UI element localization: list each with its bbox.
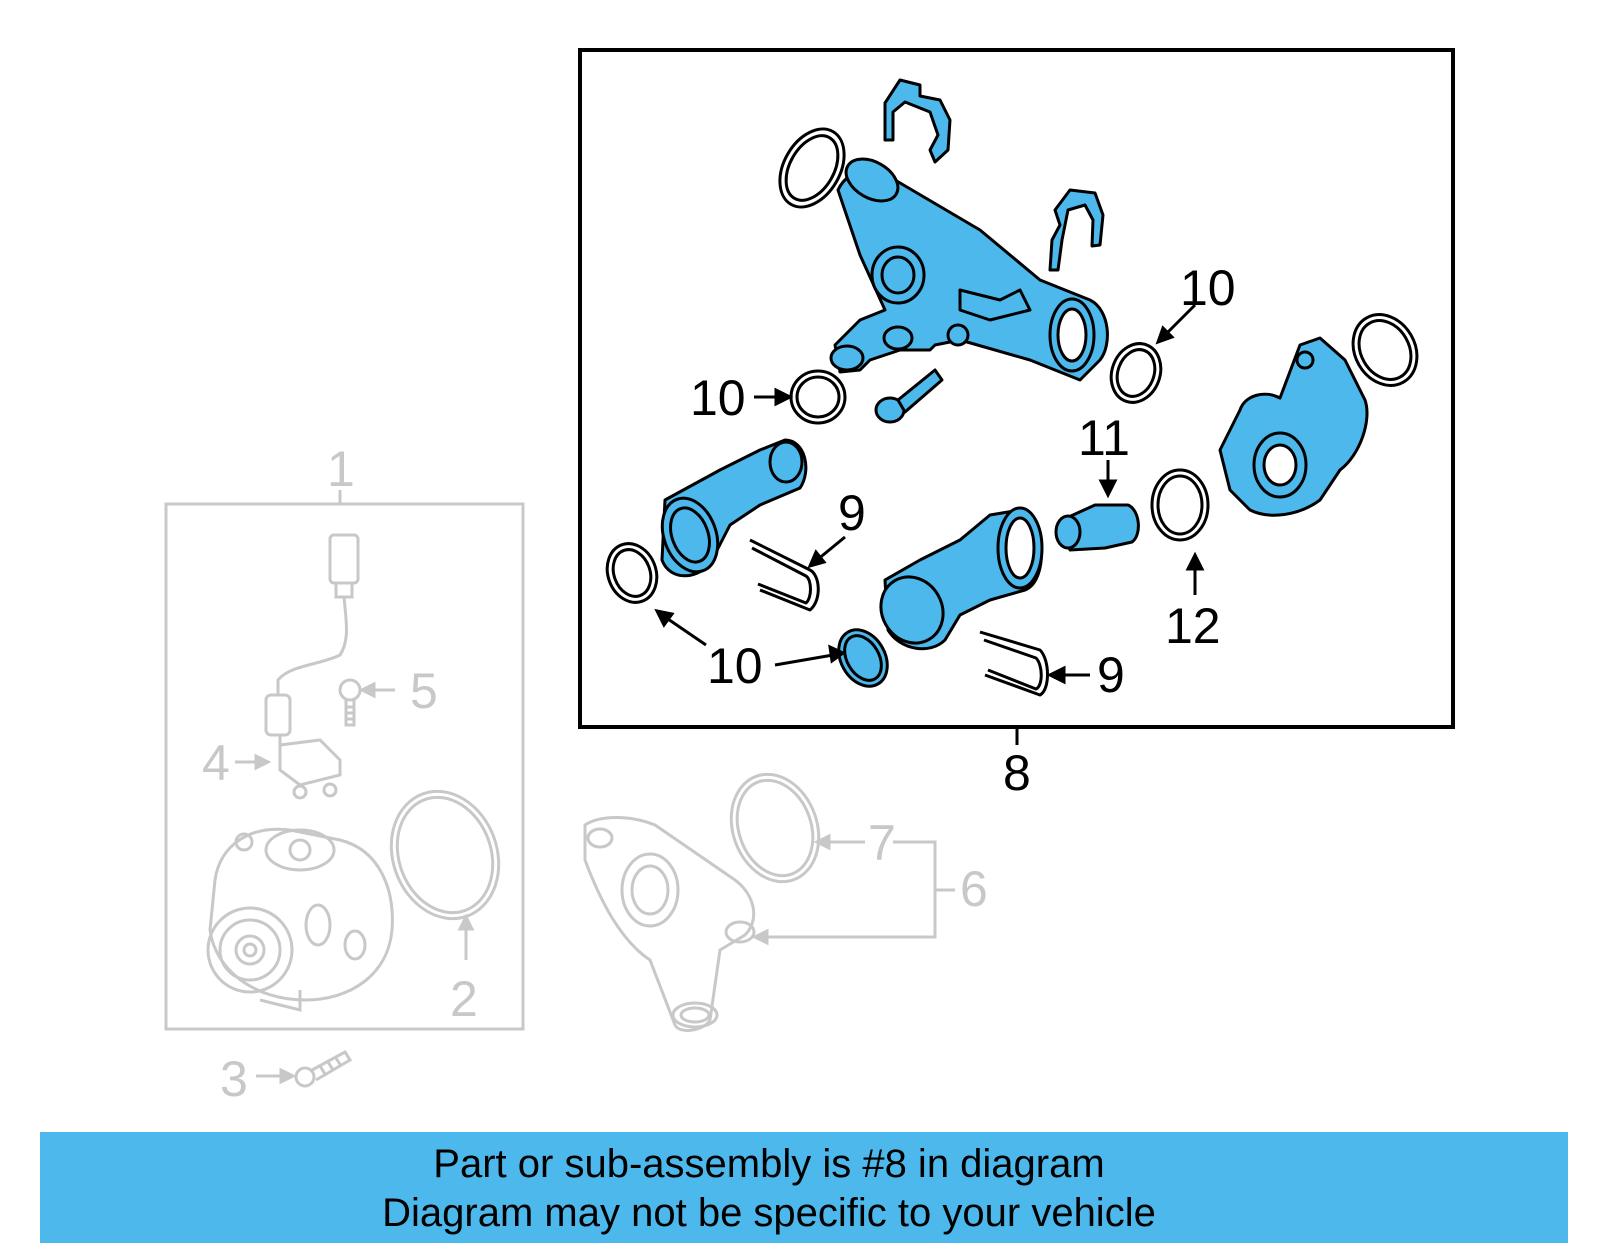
callout-11: 11 [1078, 410, 1130, 466]
callout-9-a: 9 [838, 485, 866, 541]
o-ring-part-7 [729, 772, 821, 884]
banner-line-2: Diagram may not be specific to your vehi… [382, 1191, 1156, 1235]
callout-5: 5 [410, 663, 438, 719]
o-ring-part-10-b [1109, 342, 1163, 404]
bolt-part-5 [338, 678, 362, 727]
callout-8: 8 [1003, 745, 1031, 801]
gasket-part-2 [389, 789, 501, 921]
callout-7: 7 [868, 815, 896, 871]
water-pump-assembly-box [164, 502, 525, 1031]
info-banner: Part or sub-assembly is #8 in diagram Di… [40, 1132, 1568, 1243]
callout-12: 12 [1165, 598, 1221, 654]
water-pump-body [206, 827, 394, 1012]
banner-line-1: Part or sub-assembly is #8 in diagram [433, 1142, 1105, 1186]
thermostat-housing-part-6 [583, 816, 756, 1032]
o-ring-part-10-a [789, 369, 847, 425]
callout-4: 4 [202, 735, 230, 791]
callout-2: 2 [450, 971, 478, 1027]
o-ring-part-10-c [605, 542, 659, 604]
bolt-part-3 [294, 1050, 353, 1088]
retaining-clip-top-2 [1048, 188, 1105, 272]
sensor-part-4 [264, 533, 360, 800]
callout-6: 6 [960, 861, 988, 917]
callout-10-b: 10 [1180, 260, 1236, 316]
callout-10-a: 10 [690, 370, 746, 426]
thermostat-housing-right [1218, 336, 1369, 517]
faded-parts-group [164, 490, 955, 1088]
o-ring-part-12 [1150, 468, 1210, 542]
coolant-flange-main [829, 157, 1109, 382]
o-ring-part-10-d [837, 628, 889, 688]
clip-part-9-a [749, 538, 820, 612]
retaining-clip-top-1 [883, 78, 952, 164]
o-ring-top-right [1351, 313, 1419, 387]
highlighted-parts [605, 78, 1419, 697]
callout-9-b: 9 [1097, 647, 1125, 703]
connector-part-11 [1054, 503, 1140, 552]
callout-10-c: 10 [707, 638, 763, 694]
o-ring-top-left [778, 127, 846, 209]
clip-part-9-b [979, 630, 1049, 697]
screw [874, 368, 944, 424]
callout-3: 3 [220, 1051, 248, 1107]
callout-1: 1 [327, 441, 355, 497]
hose-middle [879, 506, 1044, 651]
hose-left [660, 438, 808, 578]
